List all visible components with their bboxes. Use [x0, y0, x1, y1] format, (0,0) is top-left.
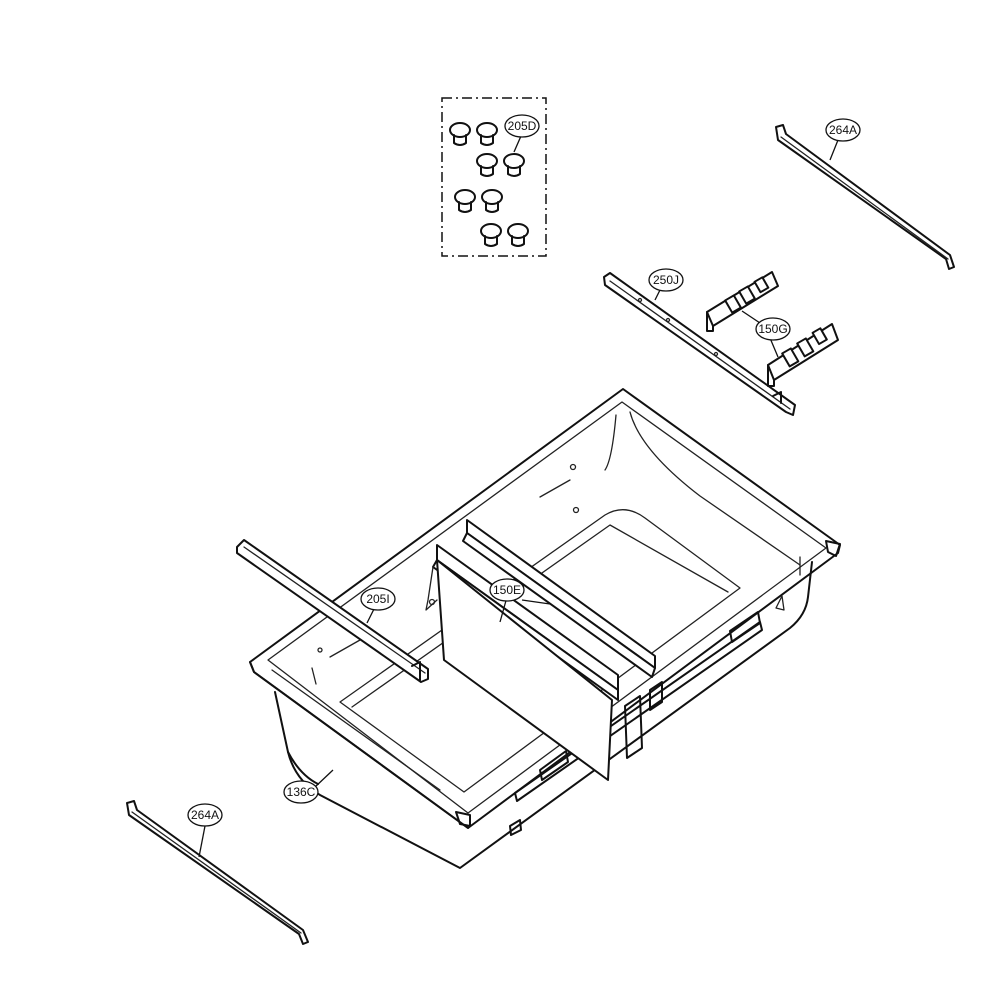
callout-label: 150E: [493, 583, 521, 597]
clips-150g: [706, 271, 839, 387]
callout-label: 150G: [758, 322, 787, 336]
rod-264a-top: [775, 124, 955, 270]
plug-icon: [480, 223, 502, 247]
callout-150e: 150E: [489, 578, 525, 602]
plug-icon: [507, 223, 529, 247]
plug-icon: [481, 189, 503, 213]
callout-264a-top: 264A: [825, 118, 861, 142]
plug-icons: [449, 122, 529, 247]
plug-icon: [449, 122, 471, 146]
callout-label: 264A: [191, 808, 219, 822]
plug-icon: [503, 153, 525, 177]
rail-250j: [603, 272, 796, 416]
plug-icon: [454, 189, 476, 213]
callout-205d: 205D: [504, 114, 540, 138]
callout-136c: 136C: [283, 780, 319, 804]
drawer-bin-136c: [249, 388, 841, 869]
callout-250j: 250J: [648, 268, 684, 292]
rail-205i: [236, 539, 429, 683]
callout-label: 205I: [366, 592, 389, 606]
callout-label: 205D: [508, 119, 537, 133]
callout-264a-bottom: 264A: [187, 803, 223, 827]
clip-upper: [706, 271, 779, 332]
callout-label: 136C: [287, 785, 316, 799]
callout-150g: 150G: [755, 317, 791, 341]
clip-lower: [767, 323, 839, 387]
drawer-slide-assembly: [455, 540, 841, 836]
plug-icon: [476, 153, 498, 177]
callout-label: 264A: [829, 123, 857, 137]
inset-frame: [441, 97, 547, 257]
plug-set-205d: [441, 97, 547, 257]
callout-label: 250J: [653, 273, 679, 287]
callout-205i: 205I: [360, 587, 396, 611]
plug-icon: [476, 122, 498, 146]
dividers-150e: [425, 519, 656, 781]
rod-264a-bottom: [126, 800, 309, 945]
